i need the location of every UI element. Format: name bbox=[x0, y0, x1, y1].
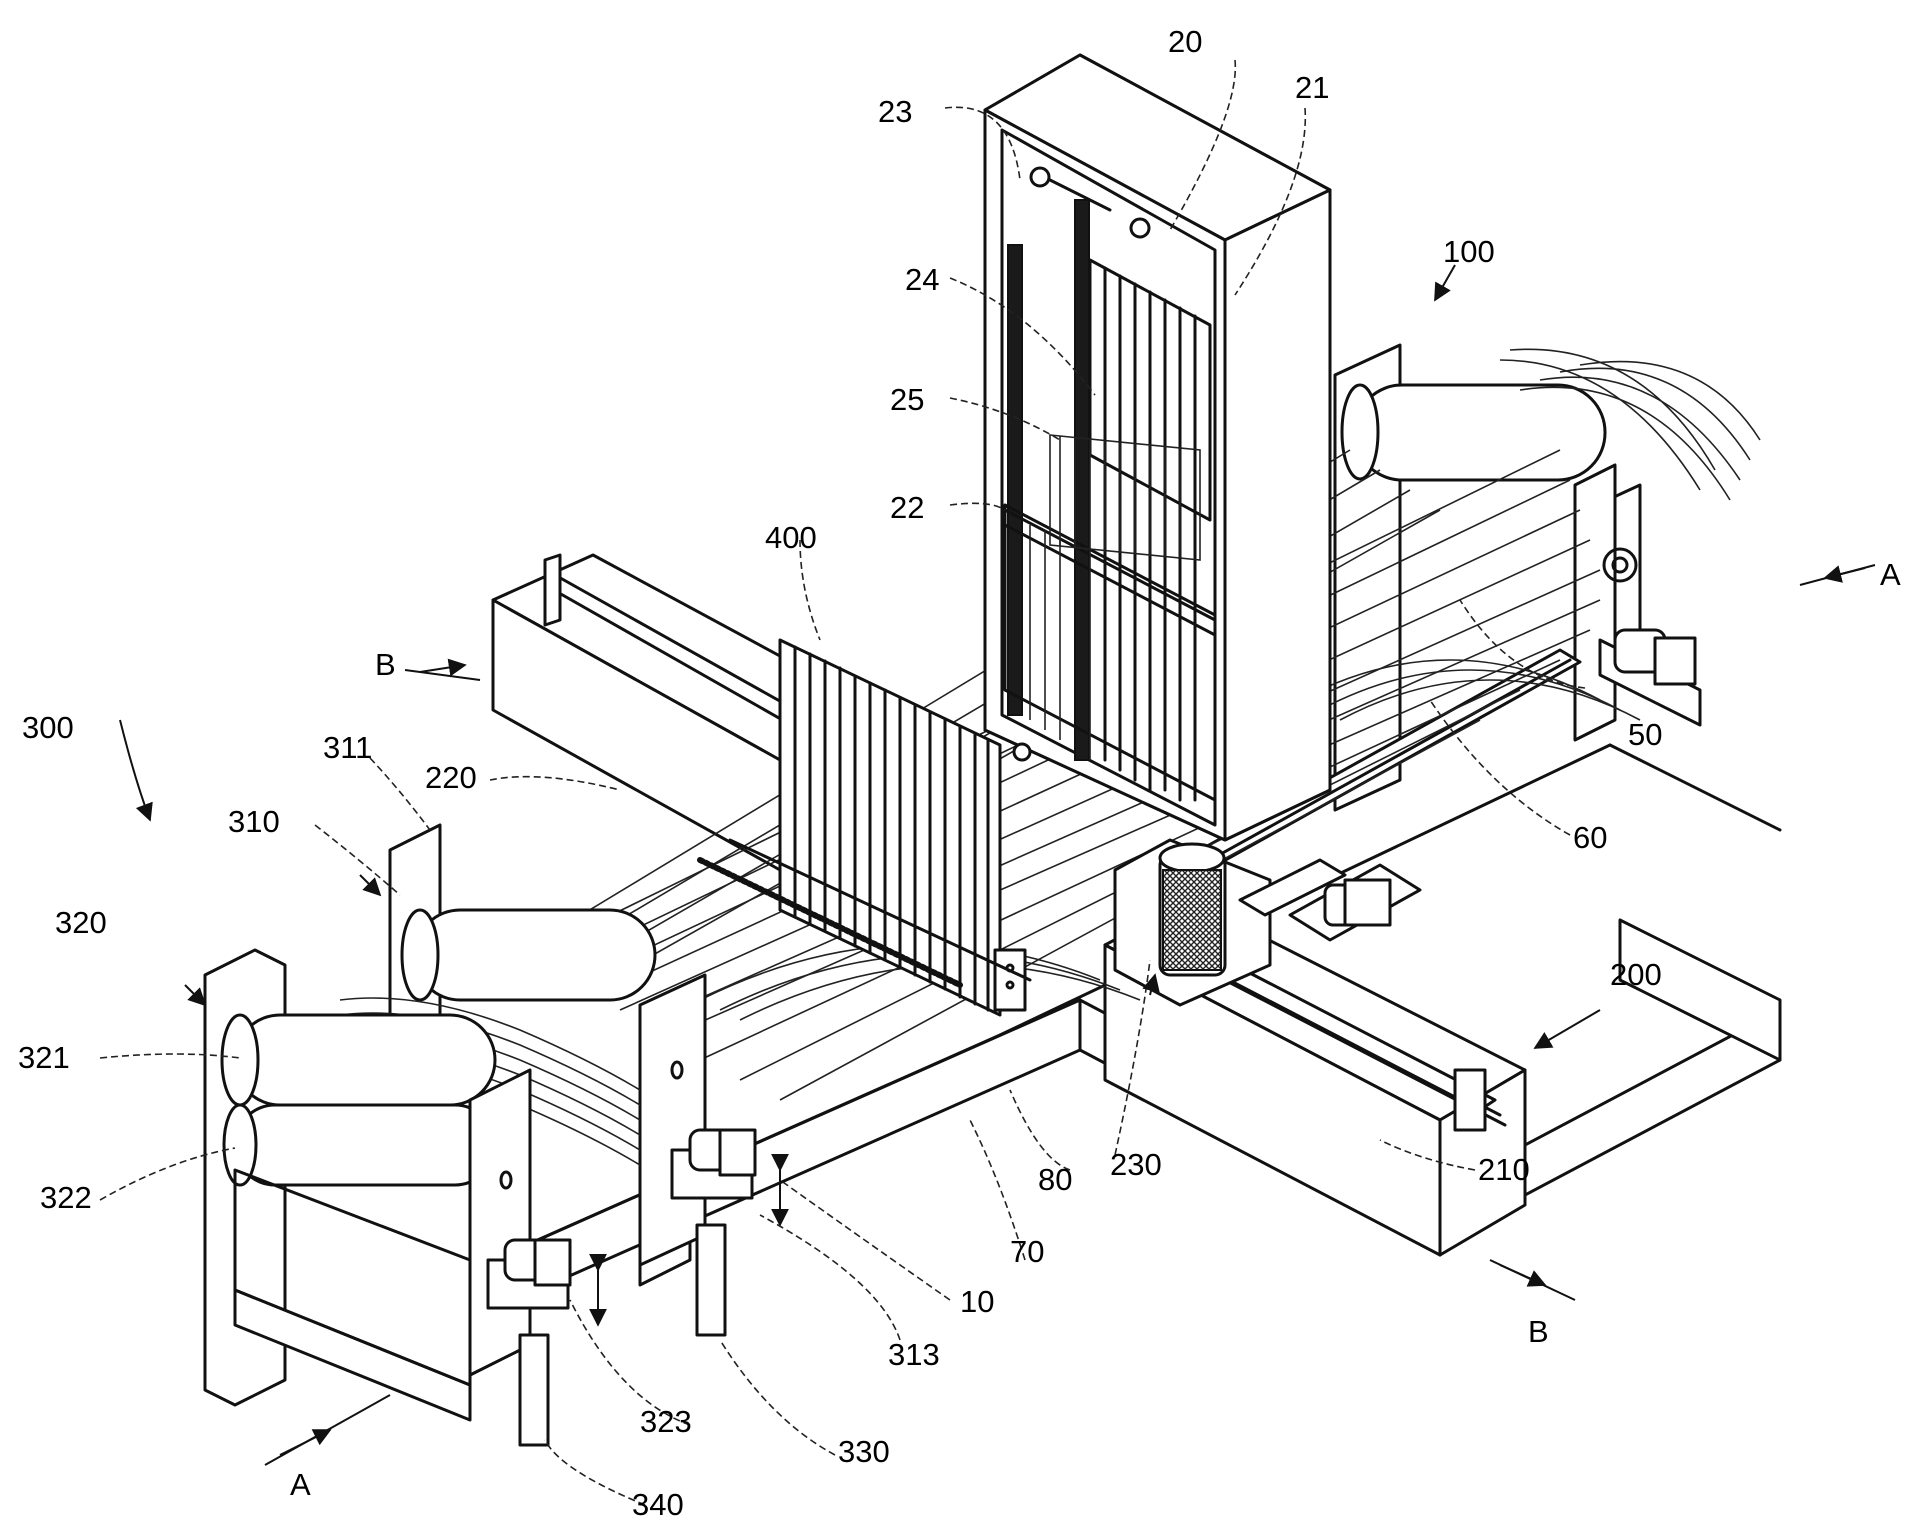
label-230: 230 bbox=[1110, 1147, 1162, 1182]
label-220: 220 bbox=[425, 760, 477, 795]
section-markers bbox=[264, 564, 1876, 1466]
label-320: 320 bbox=[55, 905, 107, 940]
reed-panel-400 bbox=[778, 638, 1027, 1017]
label-80: 80 bbox=[1038, 1162, 1072, 1197]
label-313: 313 bbox=[888, 1337, 940, 1372]
label-25: 25 bbox=[890, 382, 924, 417]
label-60: 60 bbox=[1573, 820, 1607, 855]
leader-lines bbox=[99, 59, 1586, 1506]
label-322: 322 bbox=[40, 1180, 92, 1215]
label-B-left: B bbox=[375, 647, 396, 682]
label-200: 200 bbox=[1610, 957, 1662, 992]
label-330: 330 bbox=[838, 1434, 890, 1469]
motor-200 bbox=[1238, 858, 1422, 942]
label-23: 23 bbox=[878, 94, 912, 129]
lifter-313-330 bbox=[670, 1128, 789, 1337]
lifter-323-340 bbox=[486, 1238, 607, 1447]
label-70: 70 bbox=[1010, 1234, 1044, 1269]
label-24: 24 bbox=[905, 262, 939, 297]
label-A-left: A bbox=[290, 1467, 311, 1502]
label-22: 22 bbox=[890, 490, 924, 525]
spool-230 bbox=[1113, 838, 1272, 1007]
label-B-right: B bbox=[1528, 1314, 1549, 1349]
label-A-right: A bbox=[1880, 557, 1901, 592]
label-50: 50 bbox=[1628, 717, 1662, 752]
take-up-unit-300 bbox=[203, 823, 707, 1422]
label-21: 21 bbox=[1295, 70, 1329, 105]
heddle-tower-20 bbox=[983, 53, 1332, 842]
label-340: 340 bbox=[632, 1487, 684, 1522]
label-400: 400 bbox=[765, 520, 817, 555]
label-310: 310 bbox=[228, 804, 280, 839]
label-300: 300 bbox=[22, 710, 74, 745]
leader-arrows bbox=[119, 264, 1601, 1049]
label-210: 210 bbox=[1478, 1152, 1530, 1187]
label-100: 100 bbox=[1443, 234, 1495, 269]
label-10: 10 bbox=[960, 1284, 994, 1319]
label-20: 20 bbox=[1168, 24, 1202, 59]
label-323: 323 bbox=[640, 1404, 692, 1439]
label-311: 311 bbox=[323, 730, 372, 765]
right-rail-block-210 bbox=[1103, 898, 1527, 1257]
label-321: 321 bbox=[18, 1040, 70, 1075]
shuttle-bar bbox=[697, 838, 1032, 988]
reference-labels: 20 21 23 24 25 22 100 400 B A 300 311 22… bbox=[18, 24, 1901, 1522]
